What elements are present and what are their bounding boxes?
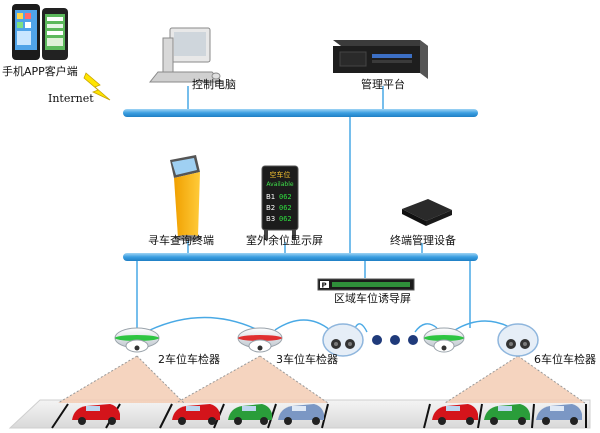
desktop-computer-icon: [148, 27, 224, 83]
label-search-terminal: 寻车查询终端: [148, 234, 214, 247]
detection-cones: [57, 355, 586, 404]
label-internet: Internet: [48, 92, 94, 105]
display-row-2-label: B2: [266, 204, 275, 212]
dual-detector-2-icon: [497, 323, 539, 357]
label-detector-3: 3车位车检器: [276, 353, 338, 366]
link-dots-det4: [414, 323, 438, 333]
car-green-2: [484, 404, 530, 425]
detector-green-2-icon: [423, 327, 465, 353]
display-row-2-value: 062: [279, 204, 292, 212]
detector-green-1-icon: [114, 327, 160, 353]
car-blue-2: [536, 404, 582, 425]
label-mobile-app: 手机APP客户端: [2, 65, 78, 78]
display-header-line1: 空车位: [270, 170, 291, 179]
wireless-lightning-icon: [83, 72, 111, 101]
car-blue-1: [278, 404, 324, 425]
car-green-1: [228, 404, 272, 425]
label-zone-guide-screen: 区域车位诱导屏: [334, 292, 411, 305]
server-rack-icon: [333, 40, 428, 79]
ellipsis-dots-icon: [372, 335, 418, 345]
link-det-1-2: [149, 316, 259, 331]
label-outdoor-display: 室外余位显示屏: [246, 234, 323, 247]
smartphone-icon: [12, 4, 68, 60]
display-row-3-value: 062: [279, 215, 292, 223]
dual-detector-1-icon: [322, 323, 364, 357]
label-management-platform: 管理平台: [361, 78, 405, 91]
car-red-2: [172, 404, 220, 425]
display-row-1-label: B1: [266, 193, 275, 201]
label-detector-6: 6车位车检器: [534, 353, 596, 366]
link-det-2-3: [274, 319, 331, 331]
query-kiosk-icon: [170, 155, 202, 241]
display-row-1-value: 062: [279, 193, 292, 201]
link-det-3-dots: [354, 323, 368, 333]
car-red-1: [72, 404, 120, 425]
car-red-3: [432, 404, 478, 425]
middle-network-bus: [123, 253, 478, 261]
display-row-3-label: B3: [266, 215, 275, 223]
label-terminal-manager: 终端管理设备: [390, 234, 456, 247]
display-header-line2: Available: [266, 181, 293, 188]
label-detector-2: 2车位车检器: [158, 353, 220, 366]
outdoor-display-board: [261, 165, 299, 240]
label-control-pc: 控制电脑: [192, 78, 236, 91]
svg-text:P: P: [322, 282, 327, 290]
detector-red-1-icon: [237, 327, 283, 353]
terminal-manager-box-icon: [402, 199, 452, 226]
top-network-bus: [123, 109, 478, 117]
zone-guide-screen: P: [317, 278, 415, 291]
